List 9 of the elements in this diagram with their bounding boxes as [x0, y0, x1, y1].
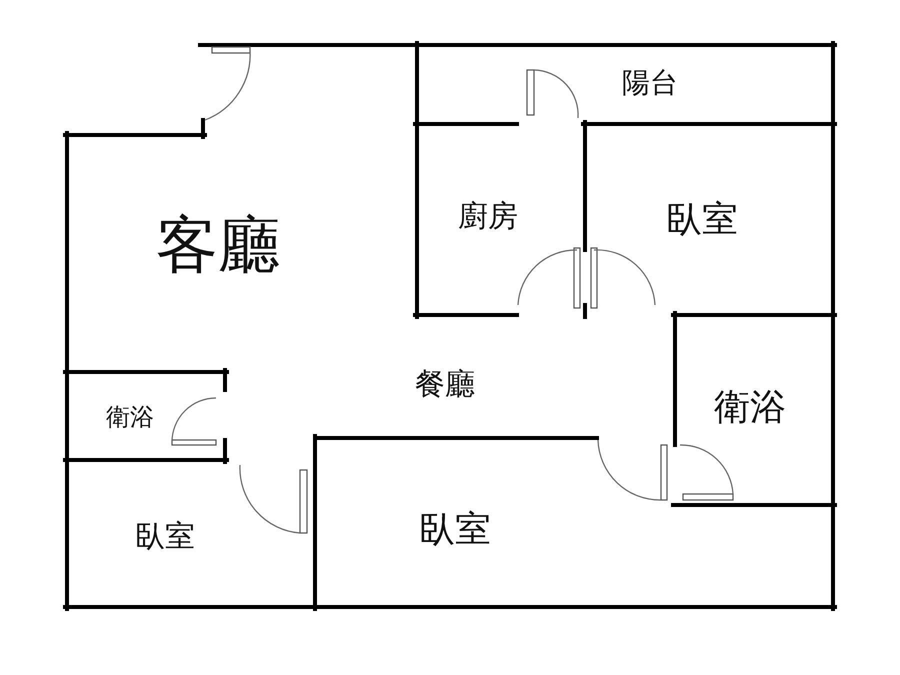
- room-label: 客廳: [156, 214, 280, 276]
- room-label: 臥室: [419, 512, 491, 548]
- room-label: 衛浴: [714, 390, 786, 426]
- room-label: 廚房: [458, 202, 518, 232]
- room-label: 餐廳: [415, 370, 475, 400]
- room-label: 衛浴: [106, 405, 154, 429]
- room-label: 臥室: [135, 522, 195, 552]
- room-label: 臥室: [666, 202, 738, 238]
- room-label: 陽台: [622, 69, 678, 97]
